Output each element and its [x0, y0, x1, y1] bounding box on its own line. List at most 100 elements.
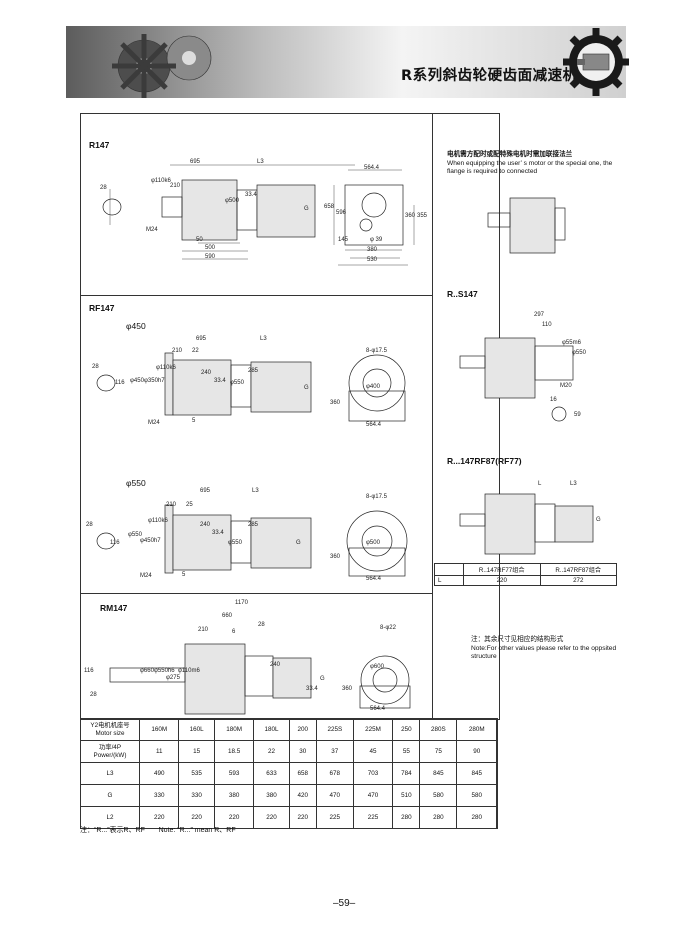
- spec-row-label-line: Y2电机机座号: [90, 721, 130, 729]
- dim-label: φ55m6: [562, 340, 581, 346]
- dim-label: 210: [172, 348, 183, 354]
- divider-r147: [80, 295, 432, 296]
- dim-label: φ550: [228, 540, 242, 546]
- spec-cell: 490: [138, 762, 180, 785]
- combo-header: R..147RF87组合: [539, 563, 617, 576]
- spec-cell: 22: [253, 740, 290, 763]
- spec-cell: 280: [392, 806, 421, 829]
- dim-label: 360: [330, 400, 341, 406]
- spec-cell: 420: [288, 784, 317, 807]
- dim-label: 110: [542, 322, 552, 328]
- dim-label: 355: [417, 213, 428, 219]
- spec-cell: 703: [352, 762, 394, 785]
- dim-label: 16: [550, 397, 557, 403]
- dim-label: L3: [257, 159, 264, 165]
- dim-label: φ400: [366, 384, 380, 390]
- dim-label: 28: [258, 622, 265, 628]
- user-motor-note-cn: 电机需方配时或配特殊电机时需加联接法兰: [447, 151, 573, 158]
- spec-cell-empty: [496, 740, 498, 763]
- dim-label: 28: [92, 364, 99, 370]
- dim-label: 380: [367, 247, 378, 253]
- dim-label: 530: [367, 257, 378, 263]
- spec-cell: 225S: [315, 718, 354, 741]
- right-panel-divider: [432, 113, 433, 718]
- spec-cell: 784: [392, 762, 421, 785]
- spec-cell: 330: [138, 784, 180, 807]
- spec-cell: 220: [213, 806, 255, 829]
- dim-label: φ550h6: [154, 668, 175, 674]
- spec-cell: 180L: [253, 718, 290, 741]
- spec-row-label-line: L2: [106, 813, 114, 821]
- dim-label: φ 39: [370, 237, 383, 243]
- dim-label: 210: [166, 502, 177, 508]
- dim-label: 596: [336, 210, 347, 216]
- spec-cell: 593: [213, 762, 255, 785]
- spec-cell: 280S: [419, 718, 458, 741]
- spec-cell: 510: [392, 784, 421, 807]
- dim-label: 564.4: [364, 165, 380, 171]
- dim-label: 22: [192, 348, 199, 354]
- dim-label: G: [596, 517, 601, 523]
- spec-cell: 470: [315, 784, 354, 807]
- spec-cell: 280M: [456, 718, 497, 741]
- dim-label: 33.4: [306, 686, 318, 692]
- spec-cell: 11: [138, 740, 180, 763]
- spec-cell: 280: [419, 806, 458, 829]
- spec-cell: 845: [419, 762, 458, 785]
- dim-label: 658: [324, 204, 335, 210]
- dim-label: φ500: [225, 198, 239, 204]
- dim-label: 116: [84, 668, 94, 674]
- spec-cell: 225M: [352, 718, 394, 741]
- spec-row-label-line: 功率/4P: [98, 743, 122, 751]
- spec-cell: 633: [253, 762, 290, 785]
- spec-cell: 845: [456, 762, 497, 785]
- spec-cell: 580: [419, 784, 458, 807]
- dim-label: 240: [270, 662, 281, 668]
- dim-label: L3: [260, 336, 267, 342]
- spec-cell: 220: [138, 806, 180, 829]
- spec-cell: 380: [213, 784, 255, 807]
- flange-size-a: φ450: [126, 321, 146, 331]
- dim-label: L: [538, 481, 542, 487]
- spec-cell: 580: [456, 784, 497, 807]
- dim-label: 116: [115, 380, 125, 386]
- dim-label: 50: [196, 237, 203, 243]
- divider-rf147: [80, 593, 432, 594]
- dim-label: 590: [205, 254, 216, 260]
- dim-label: L3: [570, 481, 577, 487]
- spec-cell: 658: [288, 762, 317, 785]
- spec-cell-empty: [496, 784, 498, 807]
- spec-cell: 90: [456, 740, 497, 763]
- dim-label: 285: [248, 522, 259, 528]
- spec-cell: 225: [315, 806, 354, 829]
- footnote: 注：“R...”表示R、RF Note: “R...” mean R、RF: [80, 825, 236, 835]
- spec-row-label: G: [80, 784, 140, 807]
- dim-label: 25: [186, 502, 193, 508]
- dim-label: 297: [534, 312, 545, 318]
- dim-label: 360: [330, 554, 341, 560]
- spec-cell: 225: [352, 806, 394, 829]
- dim-label: φ550: [230, 380, 244, 386]
- spec-cell: 330: [178, 784, 215, 807]
- spec-cell: 535: [178, 762, 215, 785]
- combo-value: 272: [539, 575, 617, 586]
- dim-label: 360: [342, 686, 353, 692]
- dim-label: G: [304, 206, 309, 212]
- spec-row-label-line: G: [107, 791, 113, 799]
- dim-label: 33.4: [212, 530, 224, 536]
- rf147-a-drawing: [96, 352, 406, 422]
- spec-row-label-line: L3: [106, 769, 114, 777]
- rf147-b-drawing: [96, 504, 408, 577]
- spec-cell: 75: [419, 740, 458, 763]
- spec-cell: 220: [288, 806, 317, 829]
- dim-label: 564.4: [366, 422, 382, 428]
- dim-label: φ600: [370, 664, 384, 670]
- dim-label: φ110k6: [148, 518, 168, 524]
- rm147-drawing: [109, 643, 411, 715]
- spec-row-label-line: Power/(kW): [93, 751, 127, 759]
